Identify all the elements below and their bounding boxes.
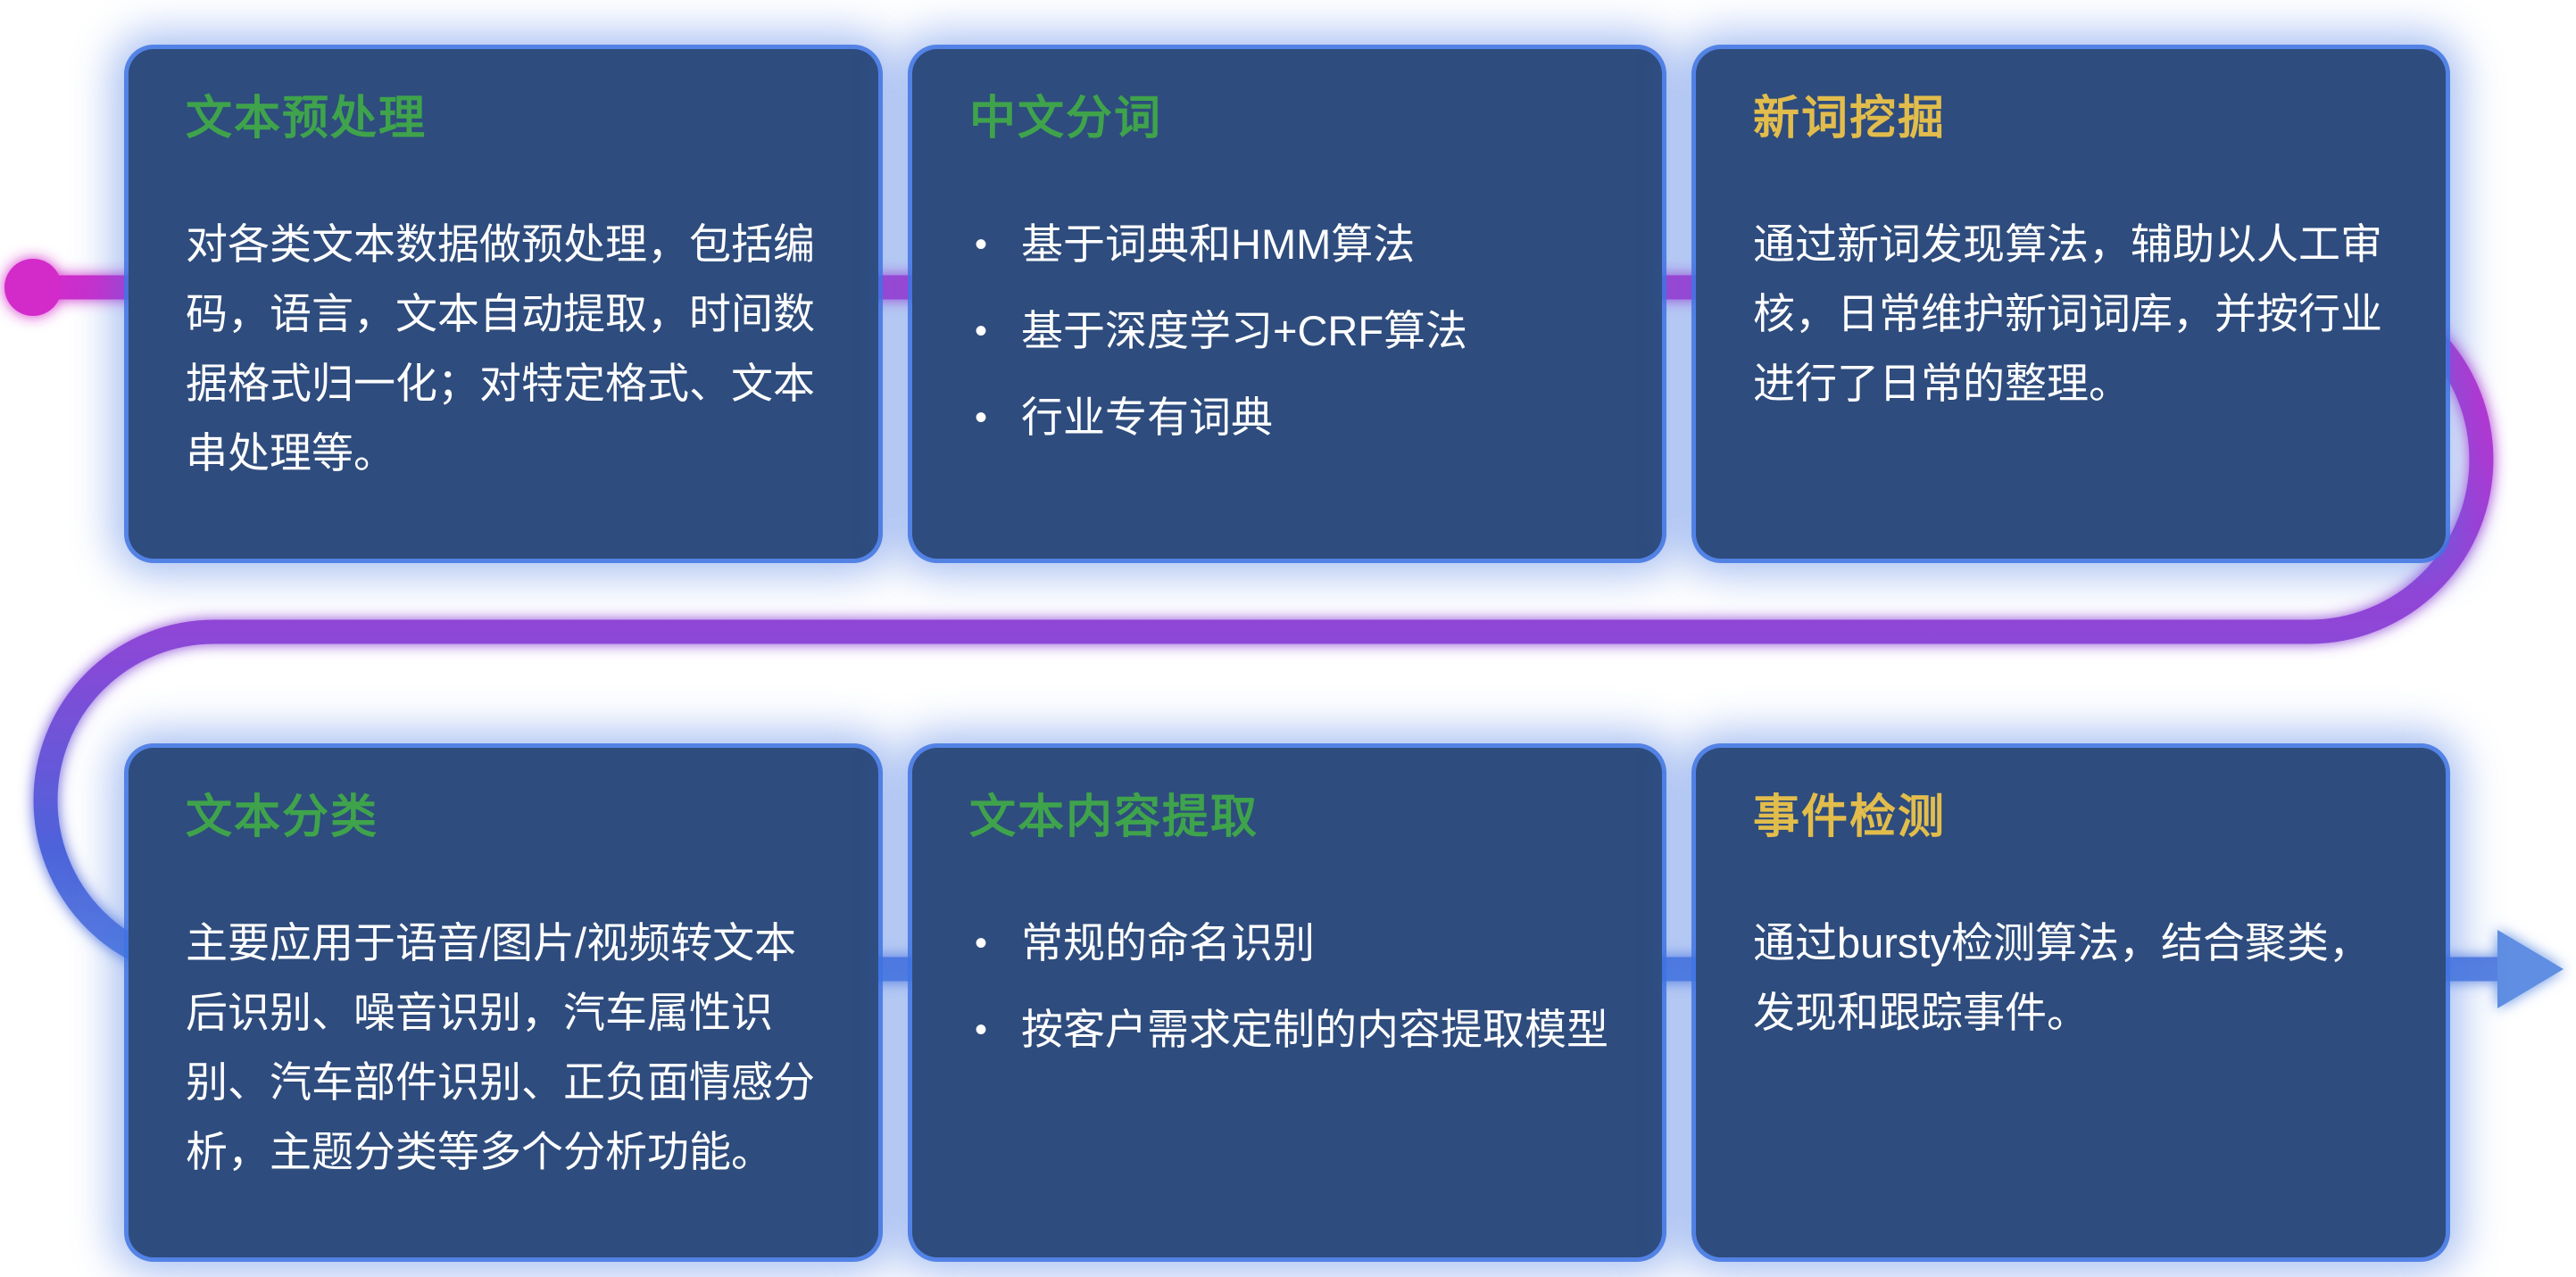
bullet-text: 基于词典和HMM算法 — [1021, 220, 1416, 268]
bullet-text: 行业专有词典 — [1021, 394, 1273, 441]
bullet-text: 基于深度学习+CRF算法 — [1021, 307, 1468, 354]
card-body-text: 对各类文本数据做预处理，包括编码，语言，文本自动提取，时间数据格式归一化；对特定… — [186, 220, 815, 477]
flow-arrow — [2497, 930, 2564, 1008]
bullet-text: 常规的命名识别 — [1021, 919, 1315, 966]
card-title: 事件检测 — [1753, 792, 1947, 843]
card-title: 文本预处理 — [186, 93, 428, 145]
card-event-detection: 事件检测 通过bursty检测算法，结合聚类，发现和跟踪事件。 — [1696, 748, 2446, 1257]
bullet-icon: • — [975, 924, 988, 963]
bullet-list: • 基于词典和HMM算法 • 基于深度学习+CRF算法 • 行业专有词典 — [969, 210, 1612, 452]
bullet-text: 按客户需求定制的内容提取模型 — [1021, 1006, 1608, 1053]
card-text-classification: 文本分类 主要应用于语音/图片/视频转文本后识别、噪音识别，汽车属性识别、汽车部… — [129, 748, 878, 1257]
bullet-item: • 基于深度学习+CRF算法 — [969, 296, 1612, 366]
bullet-item: • 常规的命名识别 — [969, 908, 1612, 978]
card-new-word-mining: 新词挖掘 通过新词发现算法，辅助以人工审核，日常维护新词词库，并按行业进行了日常… — [1696, 49, 2446, 559]
card-title: 新词挖掘 — [1753, 93, 1947, 145]
card-chinese-word-segmentation: 中文分词 • 基于词典和HMM算法 • 基于深度学习+CRF算法 • 行业专有词… — [912, 49, 1662, 559]
card-text-preprocessing: 文本预处理 对各类文本数据做预处理，包括编码，语言，文本自动提取，时间数据格式归… — [129, 49, 878, 559]
bullet-icon: • — [975, 311, 988, 351]
bullet-item: • 按客户需求定制的内容提取模型 — [969, 995, 1612, 1065]
card-body-text: 通过新词发现算法，辅助以人工审核，日常维护新词词库，并按行业进行了日常的整理。 — [1753, 220, 2382, 407]
card-text-content-extraction: 文本内容提取 • 常规的命名识别 • 按客户需求定制的内容提取模型 — [912, 748, 1662, 1257]
card-body-text: 主要应用于语音/图片/视频转文本后识别、噪音识别，汽车属性识别、汽车部件识别、正… — [186, 919, 815, 1175]
bullet-item: • 行业专有词典 — [969, 383, 1612, 452]
card-title: 文本内容提取 — [969, 792, 1259, 843]
bullet-icon: • — [975, 225, 988, 264]
flow-path — [33, 275, 2508, 982]
bullet-icon: • — [975, 398, 988, 437]
bullet-list: • 常规的命名识别 • 按客户需求定制的内容提取模型 — [969, 908, 1612, 1065]
card-title: 文本分类 — [186, 792, 379, 843]
card-body-text: 通过bursty检测算法，结合聚类，发现和跟踪事件。 — [1753, 919, 2371, 1036]
bullet-item: • 基于词典和HMM算法 — [969, 210, 1612, 279]
card-title: 中文分词 — [969, 93, 1163, 145]
bullet-icon: • — [975, 1010, 988, 1049]
flow-start-dot — [4, 259, 62, 316]
